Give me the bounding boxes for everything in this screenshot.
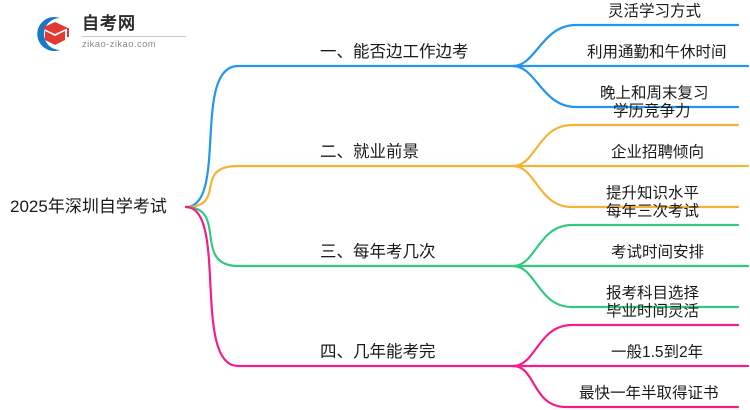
mindmap-leaf-node[interactable]: 报考科目选择	[606, 285, 700, 302]
connector-line	[511, 164, 740, 209]
logo-divider	[82, 36, 186, 37]
logo-url: zikao-zikao.com	[82, 39, 157, 50]
logo-mark-icon	[37, 17, 69, 51]
connector-line	[184, 205, 515, 368]
mindmap-leaf-node[interactable]: 企业招聘倾向	[611, 144, 705, 161]
mindmap-leaf-node[interactable]: 利用通勤和午休时间	[587, 44, 727, 61]
connector-line	[511, 364, 740, 409]
connector-line	[184, 64, 515, 209]
connector-line	[511, 223, 740, 268]
logo-text: 自考网 zikao-zikao.com	[82, 14, 190, 50]
mindmap-branch-node[interactable]: 一、能否边工作边考	[320, 43, 469, 61]
mindmap-leaf-node[interactable]: 毕业时间灵活	[606, 303, 700, 320]
mindmap-leaf-node[interactable]: 一般1.5到2年	[611, 344, 704, 361]
mindmap-leaf-node[interactable]: 晚上和周末复习	[600, 85, 709, 102]
mindmap-leaf-node[interactable]: 最快一年半取得证书	[579, 385, 719, 402]
connector-line	[511, 323, 740, 368]
connector-line	[184, 205, 515, 268]
mindmap-branch-node[interactable]: 三、每年考几次	[320, 243, 436, 261]
site-logo: 自考网 zikao-zikao.com	[30, 10, 190, 58]
mindmap-branch-node[interactable]: 四、几年能考完	[320, 343, 436, 361]
connector-line	[184, 164, 515, 209]
mindmap-leaf-node[interactable]: 每年三次考试	[606, 203, 700, 220]
connector-line	[511, 264, 740, 309]
logo-title: 自考网	[82, 14, 136, 33]
mindmap-branch-node[interactable]: 二、就业前景	[320, 143, 419, 161]
connector-line	[511, 23, 740, 68]
connector-line	[511, 64, 740, 109]
mindmap-leaf-node[interactable]: 考试时间安排	[611, 244, 705, 261]
mindmap-leaf-node[interactable]: 学历竞争力	[613, 103, 691, 120]
mindmap-leaf-node[interactable]: 灵活学习方式	[608, 3, 702, 20]
mindmap-root-node[interactable]: 2025年深圳自学考试	[10, 197, 167, 216]
mindmap-leaf-node[interactable]: 提升知识水平	[606, 185, 700, 202]
connector-line	[511, 123, 740, 168]
